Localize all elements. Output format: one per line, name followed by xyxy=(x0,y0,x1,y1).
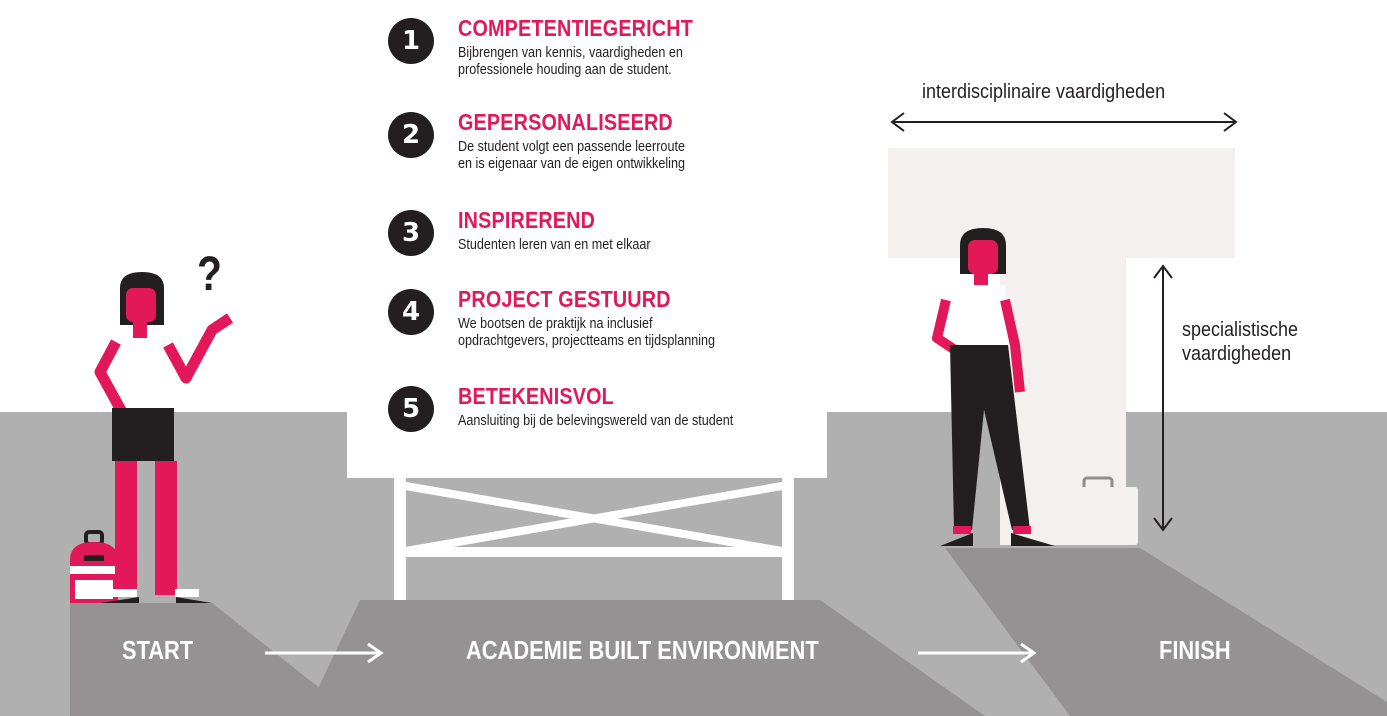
question-mark: ? xyxy=(197,248,222,301)
backpack-icon xyxy=(70,530,118,603)
principle-title: PROJECT GESTUURD xyxy=(458,286,671,312)
horizontal-double-arrow-icon xyxy=(890,112,1238,132)
number-badge: 4 xyxy=(388,289,434,335)
principle-description: Aansluiting bij de belevingswereld van d… xyxy=(458,412,734,429)
number-badge: 3 xyxy=(388,210,434,256)
interdisciplinary-skills-label: interdisciplinaire vaardigheden xyxy=(922,81,1166,103)
finish-label: FINISH xyxy=(1159,635,1231,665)
principle-title: BETEKENISVOL xyxy=(458,383,614,409)
board-table xyxy=(347,410,827,600)
student-start-figure xyxy=(94,272,234,603)
suitcase-icon xyxy=(1058,476,1138,545)
path-middle xyxy=(305,600,985,716)
principle-title: INSPIREREND xyxy=(458,207,596,233)
path-start xyxy=(70,603,355,716)
principle-description: De student volgt een passende leerroute … xyxy=(458,138,685,172)
principle-description: Bijbrengen van kennis, vaardigheden en p… xyxy=(458,44,683,78)
number-badge: 2 xyxy=(388,112,434,158)
vertical-double-arrow-icon xyxy=(1153,264,1173,532)
principle-description: Studenten leren van en met elkaar xyxy=(458,236,651,253)
start-label: START xyxy=(122,635,194,665)
academy-label: ACADEMIE BUILT ENVIRONMENT xyxy=(466,635,819,665)
student-finish-figure xyxy=(932,228,1055,546)
arrow-right-icon xyxy=(918,642,1037,664)
principle-description: We bootsen de praktijk na inclusief opdr… xyxy=(458,315,716,349)
arrow-right-icon xyxy=(265,642,384,664)
number-badge: 5 xyxy=(388,386,434,432)
specialist-skills-label: specialistische vaardigheden xyxy=(1182,319,1299,365)
path-finish xyxy=(945,548,1387,716)
principle-title: GEPERSONALISEERD xyxy=(458,109,673,135)
number-badge: 1 xyxy=(388,18,434,64)
principle-title: COMPETENTIEGERICHT xyxy=(458,15,693,41)
